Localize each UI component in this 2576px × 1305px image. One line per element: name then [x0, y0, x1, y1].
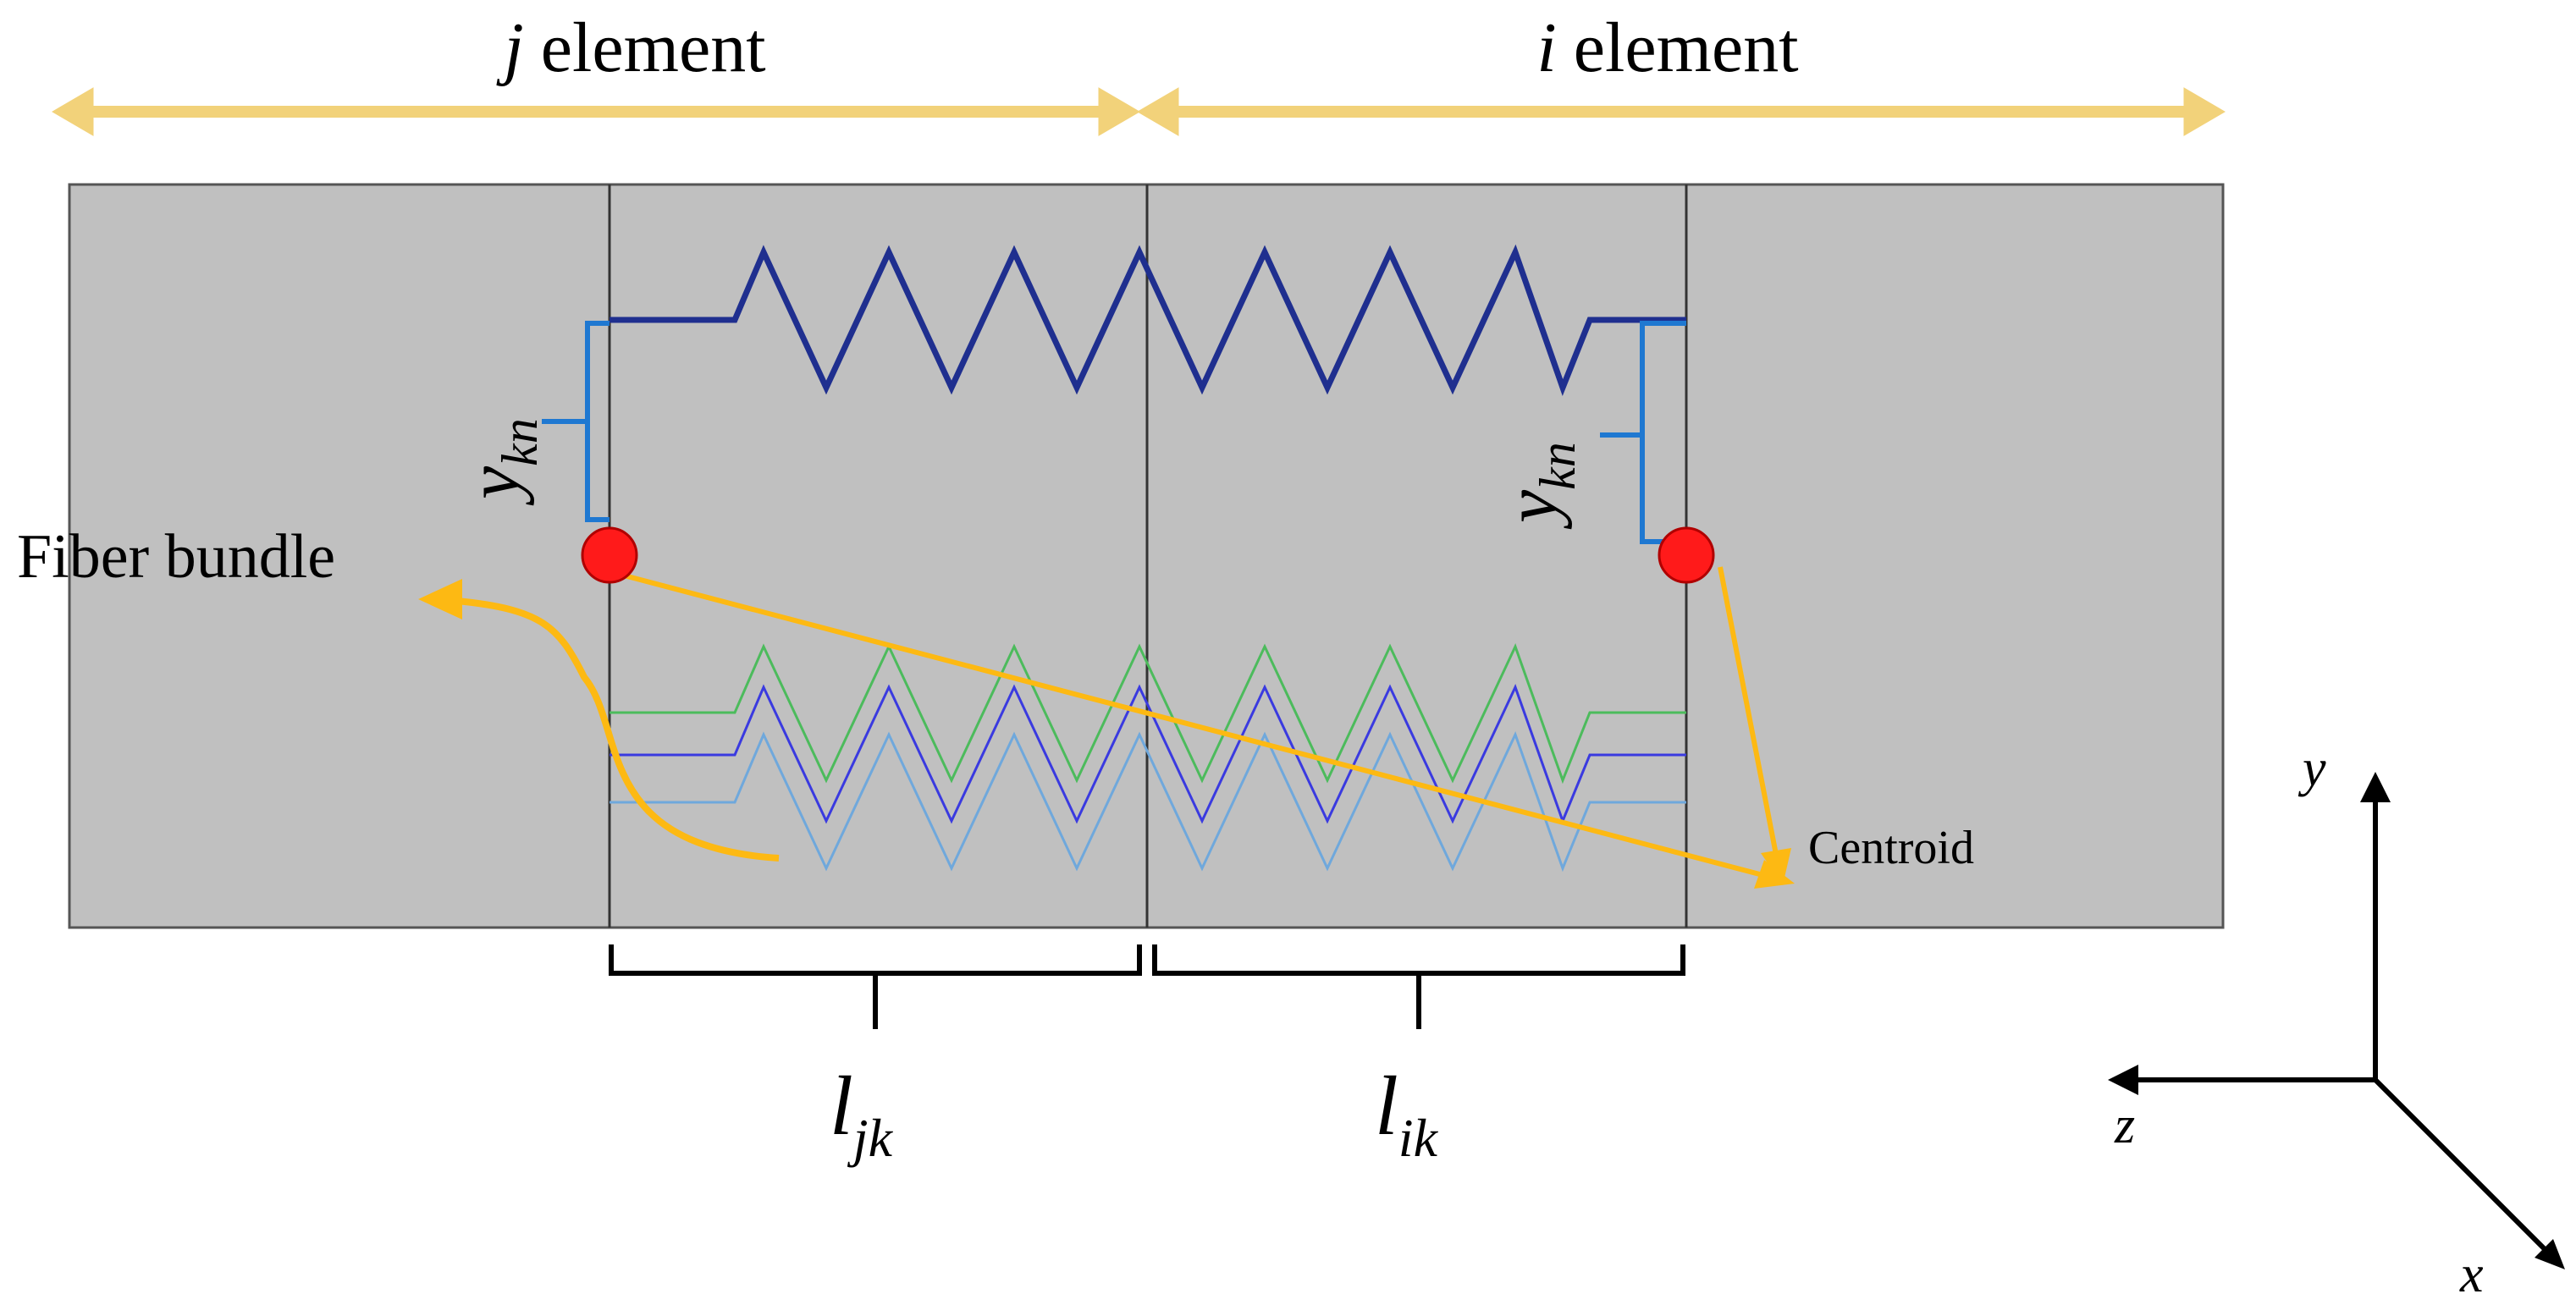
j-element-arrowhead-right	[1098, 87, 1140, 136]
j-element-arrowhead-left	[52, 87, 94, 136]
fiber-bundle-label: Fiber bundle	[17, 522, 335, 592]
y-axis-label: y	[2297, 740, 2326, 797]
lik-label: lik	[1375, 1059, 1439, 1168]
ljk-label: ljk	[830, 1059, 894, 1168]
node-left	[581, 526, 638, 584]
ljk-brace	[609, 944, 1142, 1029]
z-axis-label: z	[2114, 1097, 2135, 1154]
y-axis-arrowhead	[2360, 772, 2391, 802]
centroid-label: Centroid	[1808, 822, 1974, 874]
ykn-label-left: ykn	[453, 418, 548, 506]
x-axis-arrowhead	[2535, 1239, 2565, 1269]
coordinate-axes	[2108, 772, 2565, 1269]
fiber-bundle-pointer	[456, 597, 780, 862]
element-span-arrows	[52, 87, 2226, 136]
centroid-pointer-left	[610, 570, 1770, 879]
i-element-arrowhead-left	[1137, 87, 1179, 136]
centroid-pointer-left-head	[1754, 860, 1795, 889]
lik-brace	[1152, 944, 1685, 1029]
centroid-pointer-right	[1718, 566, 1780, 864]
fiber-spring-green	[610, 643, 1686, 785]
x-axis-label: x	[2459, 1246, 2484, 1303]
node-right	[1658, 526, 1715, 584]
centroid-pointer-right-head	[1761, 848, 1791, 885]
main-spring	[610, 244, 1686, 396]
ykn-label-right: ykn	[1491, 442, 1586, 530]
fiber-spring-blue	[610, 684, 1686, 825]
z-axis-arrowhead	[2108, 1065, 2138, 1095]
x-axis-line	[2373, 1077, 2551, 1255]
fiber-bundle-pointer-head	[418, 579, 462, 619]
fiber-spring-light	[610, 731, 1686, 873]
i-element-arrowhead-right	[2183, 87, 2226, 136]
